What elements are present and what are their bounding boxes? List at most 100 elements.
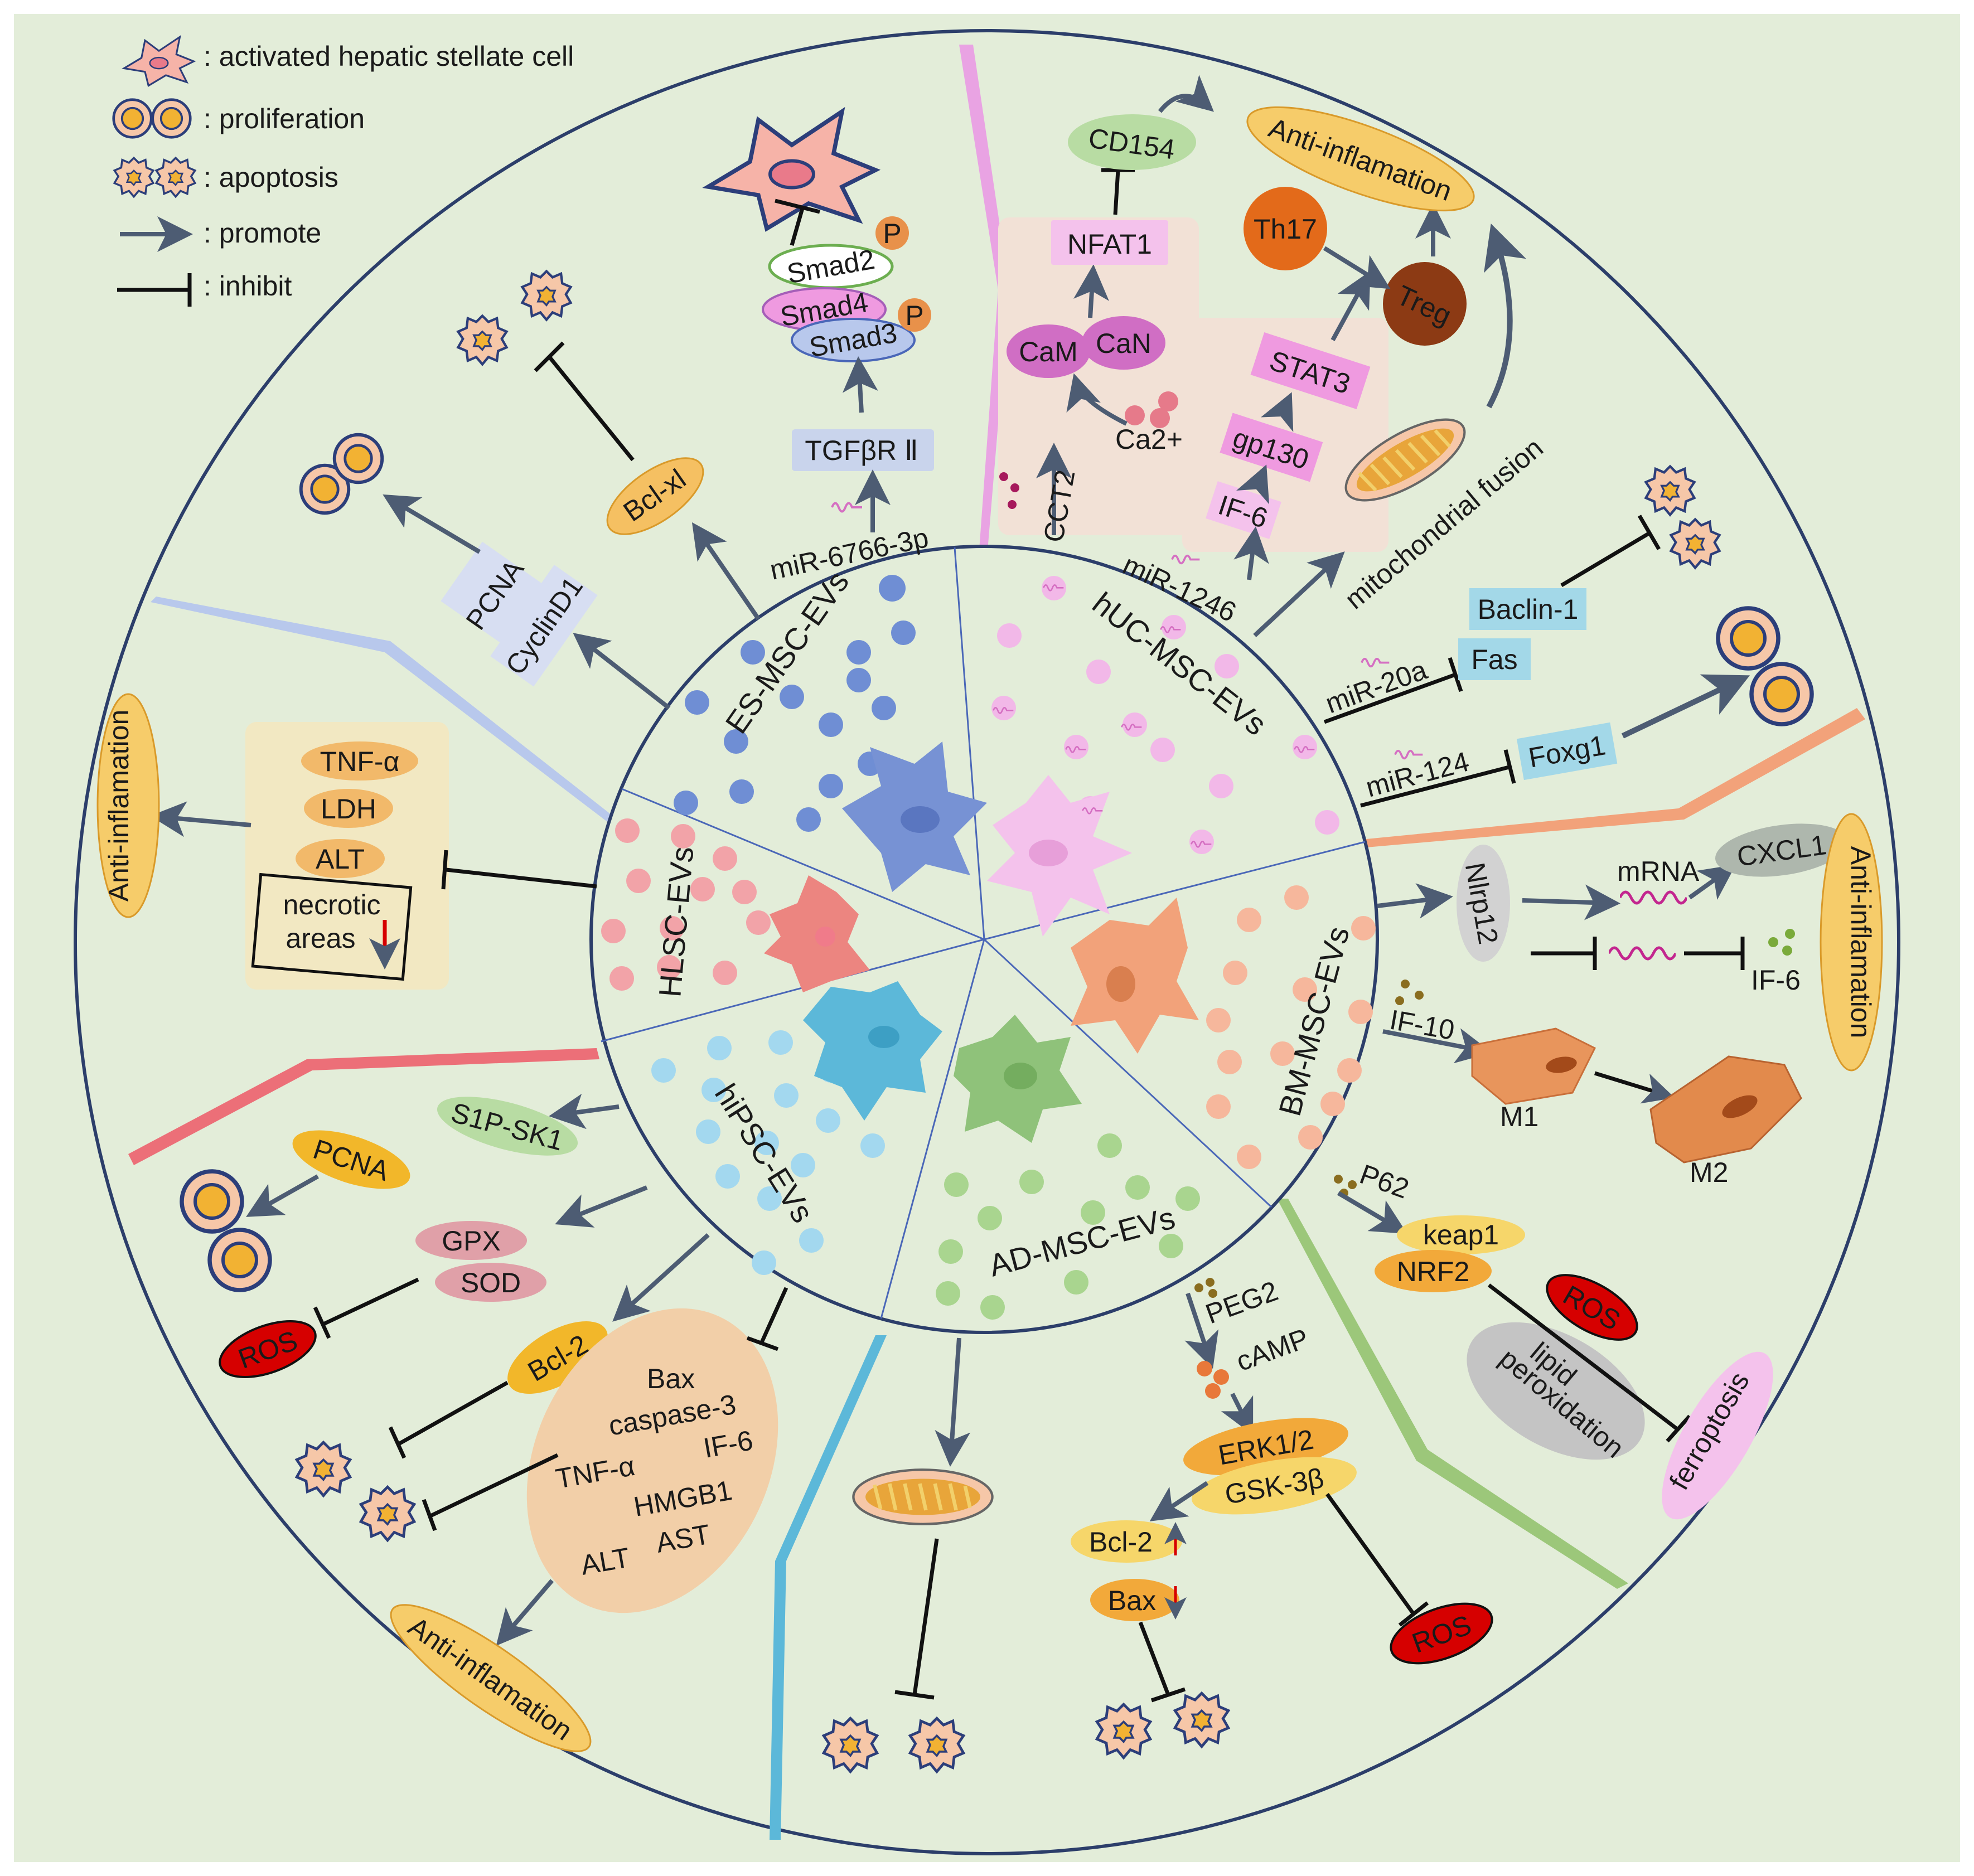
necrotic-box [251,872,413,981]
hlsc-tnf-node [301,741,418,781]
es-prolif-icon-2 [335,435,383,483]
cyclind1-box [490,565,598,687]
ldh-label: LDH [321,793,376,825]
legend-proliferation-icon-2 [153,100,191,138]
huc-prolif-icon-2 [1752,664,1812,724]
es-pathway: Smad2 P Smad4 Smad3 P TGFβR Ⅱ miR-6766-3… [301,112,934,710]
hlsc-alt-label: ALT [316,844,365,875]
cd154-node [1068,114,1196,170]
stat3-node [1250,332,1371,409]
ad-ros-node [1390,1602,1493,1665]
hlsc-dots [601,818,771,991]
legend: : activated hepatic stellate cell : prol… [114,36,574,307]
ldh-node [304,789,393,828]
mrna-label: mRNA [1617,856,1700,887]
hlsc-tnf-label: TNF-α [320,746,400,777]
cxcl1-node [1715,823,1848,877]
nlrp12-node [1457,845,1510,962]
baclin-label: Baclin-1 [1478,594,1579,625]
nrf2-label: NRF2 [1397,1256,1470,1287]
huc-anti-inflammation-node [1246,106,1475,212]
th17-node [1244,187,1327,270]
tgfbr-label: TGFβR Ⅱ [805,435,918,466]
legend-apoptosis-label: : apoptosis [204,162,338,193]
hipsc-bax-label: Bax [647,1363,695,1394]
lipid-peroxidation-node [1467,1322,1645,1460]
hipsc-pcna-node [292,1130,410,1189]
s1p-node [437,1097,578,1156]
hipsc-ros-node [219,1320,317,1379]
hipsc-cell-icon [803,981,942,1121]
foxg1-node [1516,722,1618,781]
hipsc-anti-inflammation-node [390,1604,592,1752]
huc-prolif-icon-1 [1718,608,1778,668]
hlsc-anti-inflammation-node [96,693,160,918]
gsk-node [1192,1457,1357,1515]
ad-cell-icon [954,1015,1082,1143]
m2-label: M2 [1690,1157,1728,1188]
legend-promote-label: : promote [204,217,321,249]
ad-bcl2-node [1071,1520,1182,1563]
hipsc-prolif-icon-1 [182,1171,242,1232]
gpx-node [415,1221,527,1260]
ad-bax-node [1090,1579,1179,1621]
nrf2-node [1375,1250,1492,1292]
bm-anti-inflammation-label: Anti-inflamation [1845,846,1876,1039]
bclxl-node [606,457,704,535]
phospho-label-2: P [905,300,923,331]
fas-label: Fas [1471,644,1517,675]
cam-node [1007,324,1090,378]
keap1-label: keap1 [1423,1219,1499,1250]
can-node [1082,316,1165,370]
bm-cell-icon [1071,898,1199,1054]
bm-anti-inflammation-node [1820,813,1883,1072]
huc-calcium-box [998,217,1199,535]
nfat1-node [1051,220,1168,265]
hipsc-inflammation-blob [526,1308,778,1613]
es-dots [674,575,916,832]
th17-label: Th17 [1254,214,1317,245]
calcium-label: Ca2+ [1115,424,1183,455]
hlsc-pathway: TNF-α LDH ALT necrotic areas Anti-inflam… [96,693,597,990]
phospho-label-1: P [883,218,901,249]
ad-dots [936,1133,1200,1320]
phospho-badge-1 [875,216,909,250]
huc-cell-icon [987,775,1132,937]
bm-dots [1206,885,1376,1169]
bm-if6-label: IF-6 [1751,964,1801,996]
ferroptosis-node [1662,1351,1773,1520]
bm-pathway: Nlrp12 mRNA CXCL1 IF-6 Anti-inflamation … [1334,813,1883,1520]
gp130-node [1220,413,1323,482]
hipsc-prolif-icon-2 [210,1230,270,1290]
treg-node [1383,262,1467,346]
nfat1-label: NFAT1 [1067,229,1152,260]
bm-ros-node [1546,1274,1638,1341]
sod-node [435,1263,546,1302]
sod-label: SOD [461,1267,521,1298]
m1-label: M1 [1500,1101,1538,1132]
legend-hsc-label: : activated hepatic stellate cell [204,41,574,72]
m1-cell-icon [1471,1027,1596,1105]
if6-node [1206,481,1281,539]
inner-sector-lines [601,547,1366,1319]
legend-proliferation-icon [114,100,152,138]
hipsc-dots [651,1030,885,1275]
gpx-label: GPX [442,1225,501,1257]
ad-mito-icon [853,1470,992,1524]
legend-inhibit-label: : inhibit [204,270,292,302]
phospho-badge-2 [898,298,931,332]
hlsc-alt-node [296,839,385,878]
ad-bcl2-label: Bcl-2 [1089,1526,1153,1558]
huc-dots [991,576,1339,854]
tgfbr-node [792,429,934,471]
necrotic-label-1: necrotic [283,889,380,920]
fas-node [1458,638,1531,680]
hlsc-anti-inflammation-label: Anti-inflamation [103,710,134,902]
sector-dividers [128,45,1865,1840]
can-label: CaN [1096,328,1152,359]
cam-label: CaM [1019,336,1078,367]
es-cell-icon [842,741,987,892]
legend-proliferation-label: : proliferation [204,103,365,134]
ad-bax-label: Bax [1108,1585,1156,1616]
